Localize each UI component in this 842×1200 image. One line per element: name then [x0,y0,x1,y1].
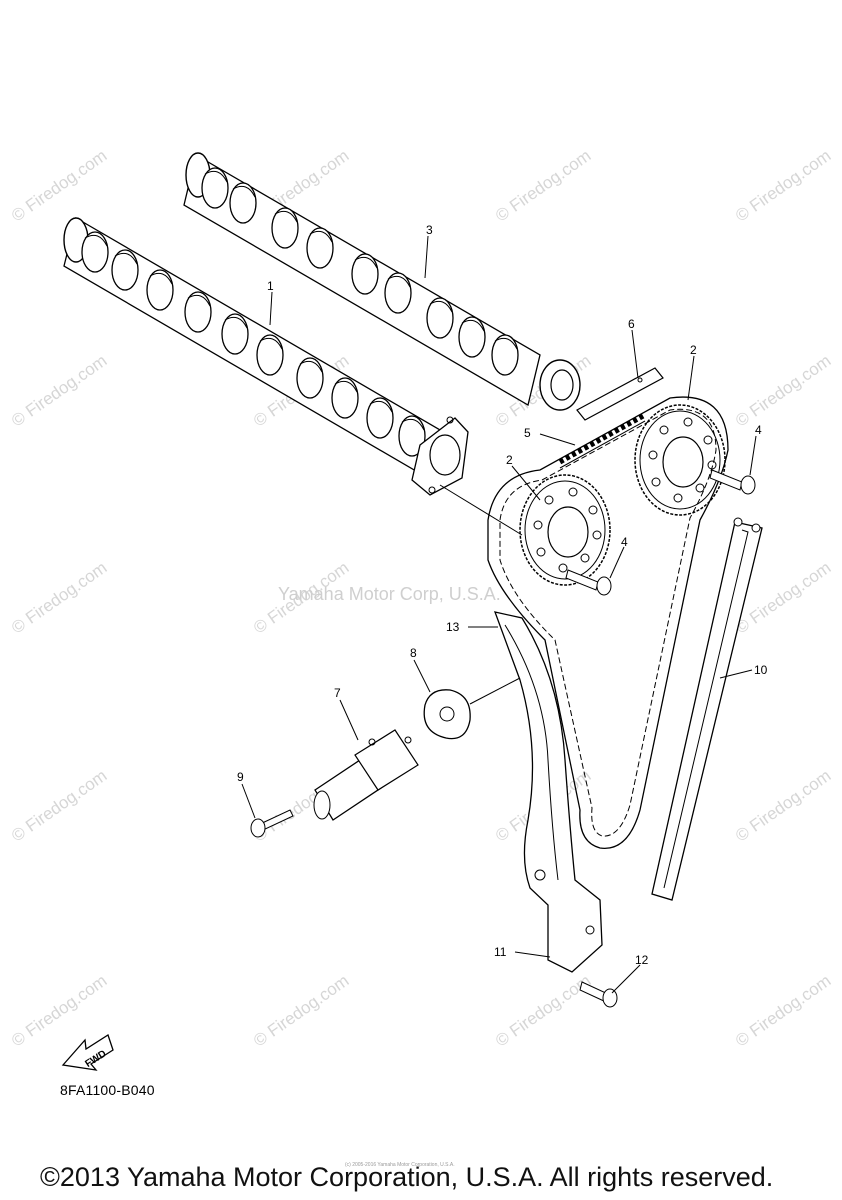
chain-link-segment [558,412,647,469]
center-watermark: Yamaha Motor Corp, U.S.A. [278,584,501,604]
callout-4: 4 [621,535,628,549]
callout-7: 7 [334,686,341,700]
callout-13: 13 [446,620,460,634]
chain-guide-rear [651,517,763,901]
callout-5: 5 [524,426,531,440]
chain-guide-upper [576,367,664,421]
fine-print: (c) 2005-2016 Yamaha Motor Corporation, … [345,1162,455,1168]
leader-lines [241,235,757,994]
copyright-notice: ©2013 Yamaha Motor Corporation, U.S.A. A… [40,1162,774,1192]
chain-tensioner [313,729,419,821]
callout-12: 12 [635,953,649,967]
diagram-part-code: 8FA1100-B040 [60,1082,155,1098]
callout-4: 4 [755,423,762,437]
bolt-4-right [709,469,756,495]
chain-tensioner-guide [493,611,603,973]
callout-9: 9 [237,770,244,784]
cam-chain [487,396,729,849]
bolt-12 [579,981,618,1008]
camshaft-upper [183,152,581,411]
bolt-4-left [565,569,612,596]
callout-3: 3 [426,223,433,237]
sprocket-left [519,474,611,586]
forward-arrow-icon: FWD [61,1034,114,1071]
callout-10: 10 [754,663,768,677]
callout-6: 6 [628,317,635,331]
callout-2: 2 [506,453,513,467]
gasket [423,689,471,740]
callout-1: 1 [267,279,274,293]
callout-11: 11 [494,945,507,959]
camshaft-lower [63,217,469,496]
callout-8: 8 [410,646,417,660]
callout-2: 2 [690,343,697,357]
bolt-9 [250,809,294,838]
